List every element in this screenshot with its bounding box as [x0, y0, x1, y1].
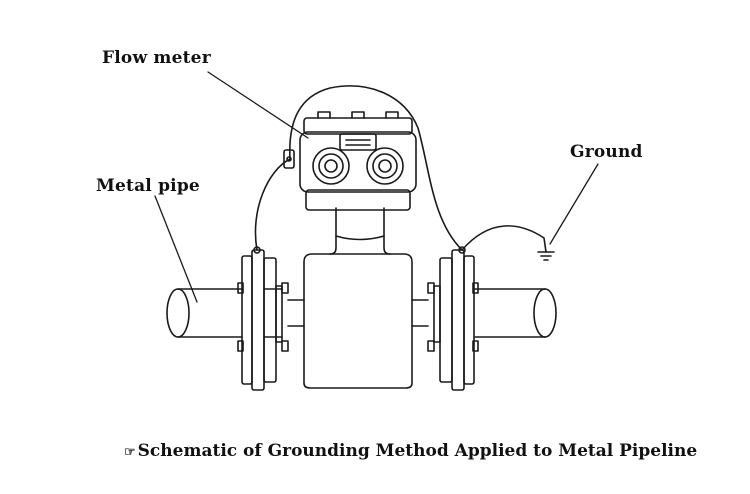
ground-wire: [254, 85, 547, 253]
metal-pipe-leader: [154, 195, 198, 303]
caption-text: Schematic of Grounding Method Applied to…: [137, 441, 698, 461]
transmitter-head: [283, 111, 417, 211]
pointing-hand-icon: ☞: [124, 445, 136, 460]
flow-meter-label: Flow meter: [102, 48, 211, 68]
right-meter-flange: [411, 257, 453, 383]
leader-lines: [154, 71, 599, 303]
right-pipe: [474, 288, 557, 338]
metal-pipe-label: Metal pipe: [96, 176, 200, 196]
flow-meter-leader: [207, 71, 309, 139]
left-meter-flange: [253, 246, 305, 383]
ground-leader: [549, 163, 599, 245]
ground-symbol-icon: [537, 251, 555, 261]
flow-meter-body: [303, 207, 413, 389]
ground-label: Ground: [570, 142, 643, 162]
right-pipe-flange: [451, 246, 479, 391]
figure-caption: ☞Schematic of Grounding Method Applied t…: [124, 441, 697, 461]
left-pipe: [166, 288, 243, 338]
